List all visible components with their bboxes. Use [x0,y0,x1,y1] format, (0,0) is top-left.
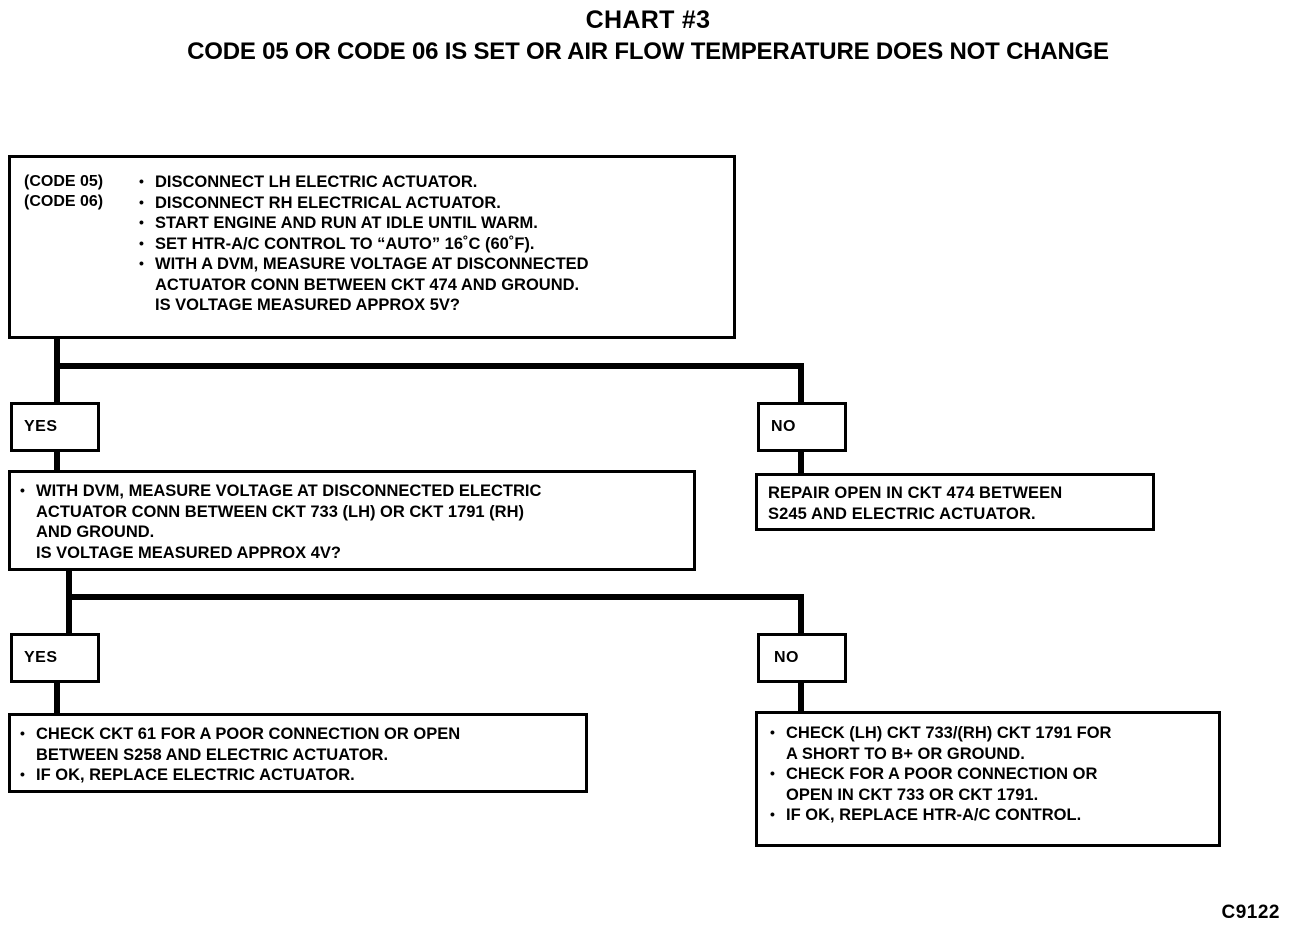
repair-open-text: REPAIR OPEN IN CKT 474 BETWEEN S245 AND … [768,483,1062,524]
repair-open-line-2: S245 AND ELECTRIC ACTUATOR. [768,504,1036,523]
step1-bullet-list: DISCONNECT LH ELECTRIC ACTUATOR. DISCONN… [139,171,589,316]
branch1-yes-label: YES [24,418,58,435]
list-item-continuation: BETWEEN S258 AND ELECTRIC ACTUATOR. [36,745,389,764]
list-item: WITH DVM, MEASURE VOLTAGE AT DISCONNECTE… [20,480,541,502]
connector-branch2-yes-drop [66,594,72,636]
list-item-continuation: AND GROUND. [36,523,155,541]
list-item-continuation: A SHORT TO B+ OR GROUND. [786,744,1025,763]
list-item: CHECK CKT 61 FOR A POOR CONNECTION OR OP… [20,723,460,745]
list-item-continuation: IS VOLTAGE MEASURED APPROX 4V? [36,543,341,562]
branch1-yes-box [10,402,100,452]
connector-step2-stem [66,571,72,597]
list-item-continuation: OPEN IN CKT 733 OR CKT 1791. [786,785,1039,804]
chart-corner-code: C9122 [1221,902,1280,923]
list-item-continuation: IS VOLTAGE MEASURED APPROX 5V? [155,296,460,314]
list-item: DISCONNECT LH ELECTRIC ACTUATOR. [139,171,589,193]
list-item-continuation: ACTUATOR CONN BETWEEN CKT 733 (LH) OR CK… [36,502,524,521]
page-title: CHART #3 [585,6,711,34]
branch2-no-box [757,633,847,683]
connector-no2-to-result-right [798,683,804,711]
list-item: WITH A DVM, MEASURE VOLTAGE AT DISCONNEC… [139,253,589,275]
branch2-yes-box [10,633,100,683]
connector-step1-stem [54,339,60,369]
list-item: SET HTR-A/C CONTROL TO “AUTO” 16˚C (60˚F… [139,233,589,255]
branch2-yes-label: YES [24,649,58,666]
connector-no1-to-repair [798,452,804,474]
connector-branch1-bus [54,363,804,369]
step1-code-06: (CODE 06) [24,193,104,210]
step1-code-column-2: (CODE 06) [24,192,103,213]
list-item: IF OK, REPLACE ELECTRIC ACTUATOR. [20,764,460,786]
repair-open-line-1: REPAIR OPEN IN CKT 474 BETWEEN [768,484,1063,502]
step1-code-column: (CODE 05) [24,172,103,193]
branch2-no-label: NO [774,649,799,666]
list-item: DISCONNECT RH ELECTRICAL ACTUATOR. [139,192,589,214]
branch1-no-label: NO [771,418,796,435]
list-item: CHECK (LH) CKT 733/(RH) CKT 1791 FOR [770,722,1111,744]
list-item: CHECK FOR A POOR CONNECTION OR [770,763,1111,785]
connector-branch1-no-drop [798,363,804,405]
connector-yes2-to-result-left [54,683,60,715]
step2-bullet-list: WITH DVM, MEASURE VOLTAGE AT DISCONNECTE… [20,480,541,563]
result-right-bullet-list: CHECK (LH) CKT 733/(RH) CKT 1791 FOR A S… [770,722,1111,826]
connector-yes1-to-step2 [54,452,60,472]
list-item-continuation: ACTUATOR CONN BETWEEN CKT 474 AND GROUND… [155,275,580,294]
branch1-no-box [757,402,847,452]
step1-code-05: (CODE 05) [24,173,104,190]
result-left-bullet-list: CHECK CKT 61 FOR A POOR CONNECTION OR OP… [20,723,460,786]
list-item: IF OK, REPLACE HTR-A/C CONTROL. [770,804,1111,826]
page-subtitle: CODE 05 OR CODE 06 IS SET OR AIR FLOW TE… [187,38,1109,65]
list-item: START ENGINE AND RUN AT IDLE UNTIL WARM. [139,212,589,234]
connector-branch2-no-drop [798,594,804,636]
repair-open-box [755,473,1155,531]
connector-branch2-bus [66,594,804,600]
connector-branch1-yes-drop [54,363,60,405]
